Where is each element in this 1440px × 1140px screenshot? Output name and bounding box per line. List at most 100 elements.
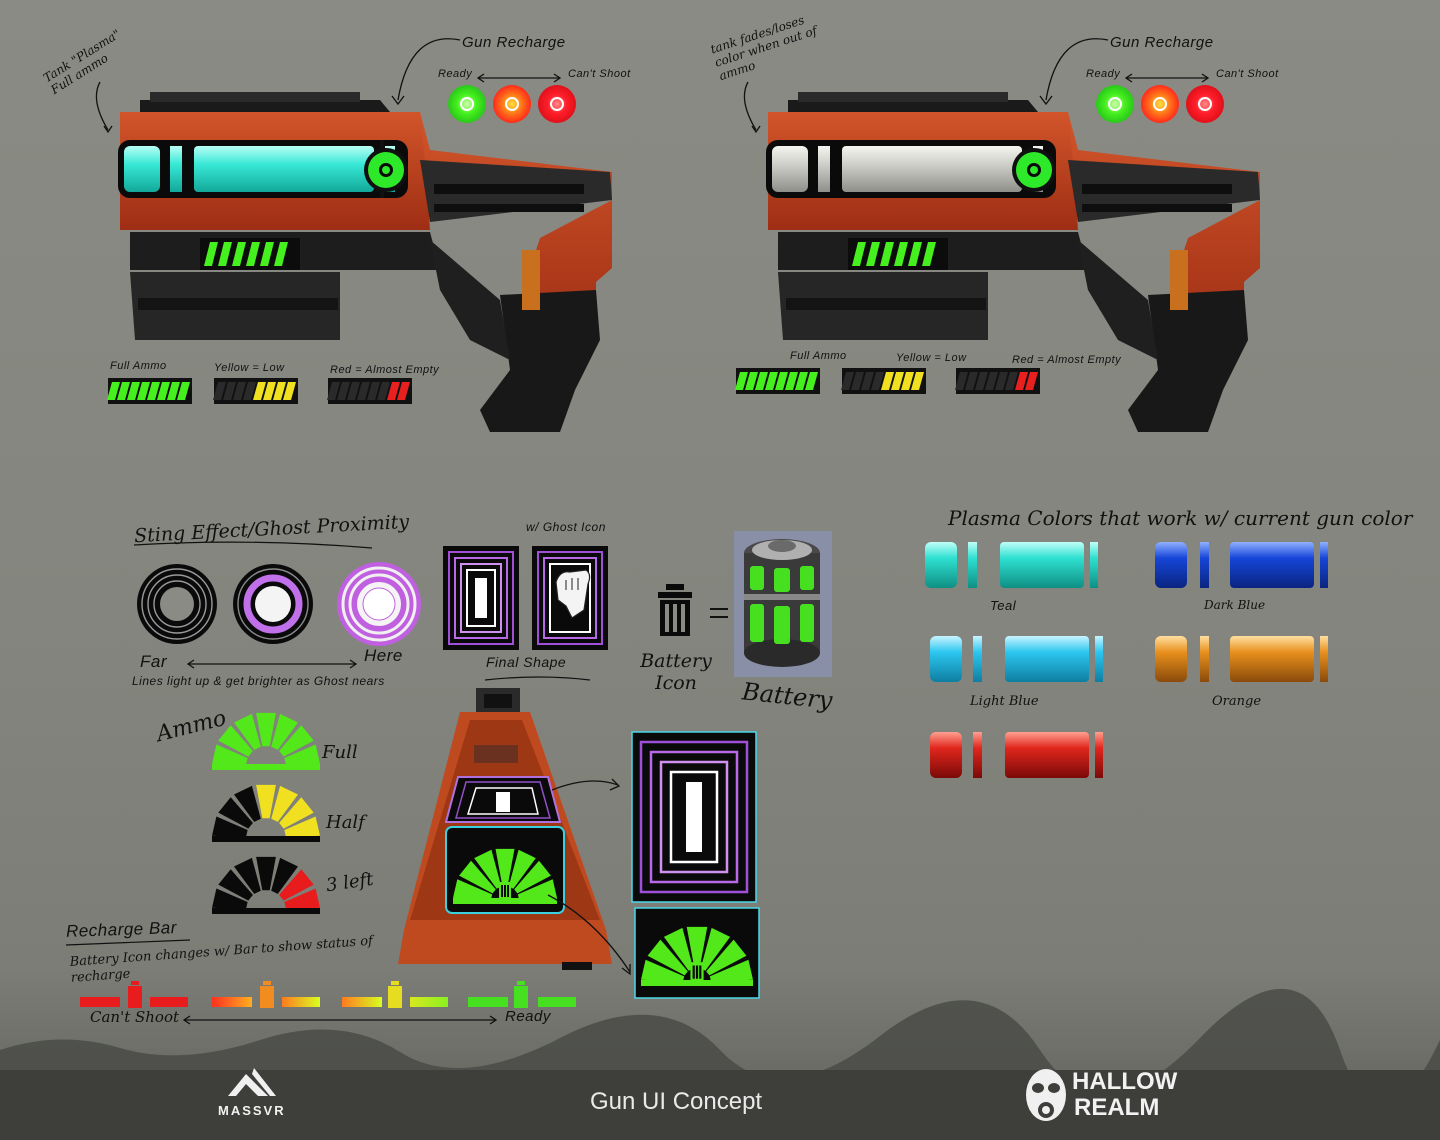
gun-right-legend-full: Full Ammo — [790, 350, 847, 362]
fan-wedge — [279, 869, 314, 901]
fan-base — [212, 764, 320, 770]
zoom-ammo-panel — [634, 907, 760, 999]
gun-left-illustration — [95, 38, 612, 432]
proximity-rings — [133, 541, 421, 669]
fan-wedge — [256, 856, 276, 891]
hallow-realm-mask-icon — [1026, 1069, 1066, 1121]
fan-wedge — [508, 849, 536, 889]
gun-right-legend-low: Yellow = Low — [896, 352, 967, 364]
lines-note: Lines light up & get brighter as Ghost n… — [132, 674, 385, 688]
ammo-state-half: Half — [326, 812, 365, 833]
battery-icon — [658, 584, 692, 636]
fan-wedge — [279, 797, 314, 829]
hallow-realm-logo-line1: HALLOW — [1072, 1068, 1178, 1095]
plasma-swatch-dark-blue — [1155, 542, 1328, 588]
plasma-swatch-red — [930, 732, 1103, 778]
fan-wedge — [284, 744, 320, 766]
fan-wedge — [474, 849, 502, 889]
recharge-bar-states — [65, 939, 576, 1025]
final-shape-icon — [443, 546, 519, 650]
ammo-fan-3-left — [212, 856, 320, 914]
here-label: Here — [364, 646, 403, 665]
battery-equals-sign — [710, 608, 728, 618]
fan-wedge — [663, 927, 694, 971]
footer-title: Gun UI Concept — [590, 1088, 763, 1115]
fan-wedge — [234, 785, 261, 822]
fan-base — [212, 836, 320, 842]
fan-wedge — [706, 939, 747, 976]
fan-wedge — [647, 939, 688, 976]
fan-wedge — [284, 816, 320, 838]
fan-wedge — [256, 784, 276, 819]
ghost-icon-label: w/ Ghost Icon — [526, 520, 606, 534]
fan-battery-glyph-part — [695, 965, 699, 979]
fan-wedge — [279, 725, 314, 757]
plasma-swatch-light-blue — [930, 636, 1103, 682]
ammo-state-full: Full — [322, 742, 358, 763]
plasma-name-orange: Orange — [1212, 694, 1262, 709]
fan-wedge — [218, 725, 253, 757]
final-shape-label: Final Shape — [486, 654, 567, 670]
fan-wedge — [641, 959, 685, 982]
fan-wedge — [517, 879, 557, 900]
fan-battery-glyph-part — [693, 957, 701, 962]
fan-wedge — [709, 959, 753, 982]
plasma-title: Plasma Colors that work w/ current gun c… — [948, 506, 1413, 530]
ghost-icon-shape — [532, 546, 608, 650]
fan-wedge — [514, 860, 551, 894]
fan-wedge — [218, 869, 253, 901]
plasma-name-dark-blue: Dark Blue — [1204, 598, 1266, 612]
ammo-fan-half — [212, 784, 320, 842]
gun-left-legend-full: Full Ammo — [110, 360, 167, 372]
recharge-cant-shoot-label: Can't Shoot — [90, 1008, 180, 1026]
fan-wedge — [700, 927, 731, 971]
gun-left-cant-shoot-label: Can't Shoot — [568, 68, 631, 80]
plasma-name-teal: Teal — [990, 598, 1017, 613]
fan-base — [212, 908, 320, 914]
fan-wedge — [271, 713, 298, 750]
gun-left-legend-low: Yellow = Low — [214, 362, 285, 374]
gun-left-legend-empty: Red = Almost Empty — [330, 364, 440, 376]
fan-base — [641, 980, 753, 986]
fan-wedge — [212, 744, 248, 766]
fan-wedge — [218, 797, 253, 829]
battery-icon-label: Battery Icon — [640, 650, 712, 694]
fan-wedge — [271, 785, 298, 822]
gun-right-recharge-title: Gun Recharge — [1110, 34, 1214, 51]
recharge-bar-title: Recharge Bar — [65, 918, 178, 941]
fan-battery-glyph-part — [692, 965, 695, 979]
gun-top-view — [398, 688, 612, 970]
battery-illustration — [734, 531, 832, 677]
ammo-fan-full — [212, 712, 320, 770]
plasma-name-light-blue: Light Blue — [970, 694, 1039, 709]
plasma-swatch-orange — [1155, 636, 1328, 682]
gun-right-cant-shoot-label: Can't Shoot — [1216, 68, 1279, 80]
fan-wedge — [453, 879, 493, 900]
fan-wedge — [495, 848, 515, 887]
fan-wedge — [459, 860, 496, 894]
fan-wedge — [256, 712, 276, 747]
fan-base — [453, 898, 557, 904]
fan-battery-glyph-part — [502, 878, 508, 881]
fan-battery-glyph-part — [507, 885, 509, 897]
fan-wedge — [284, 888, 320, 910]
fan-battery-glyph-part — [501, 885, 503, 897]
far-label: Far — [140, 652, 167, 671]
gun-left-ready-label: Ready — [438, 68, 473, 80]
plasma-swatch-teal — [925, 542, 1098, 588]
massvr-logo-text: MASSVR — [218, 1103, 286, 1118]
fan-battery-glyph-part — [504, 885, 506, 897]
fan-wedge — [234, 713, 261, 750]
recharge-ready-label: Ready — [505, 1008, 551, 1025]
hallow-realm-logo-line2: REALM — [1074, 1094, 1160, 1121]
gun-right-illustration — [735, 38, 1260, 432]
zoom-final-shape-panel — [631, 731, 757, 903]
fan-wedge — [212, 816, 248, 838]
massvr-logo-icon — [228, 1068, 276, 1096]
fan-wedge — [686, 926, 708, 969]
gun-left-recharge-title: Gun Recharge — [462, 34, 566, 51]
fan-battery-glyph-part — [699, 965, 702, 979]
fan-wedge — [212, 888, 248, 910]
fan-wedge — [271, 857, 298, 894]
